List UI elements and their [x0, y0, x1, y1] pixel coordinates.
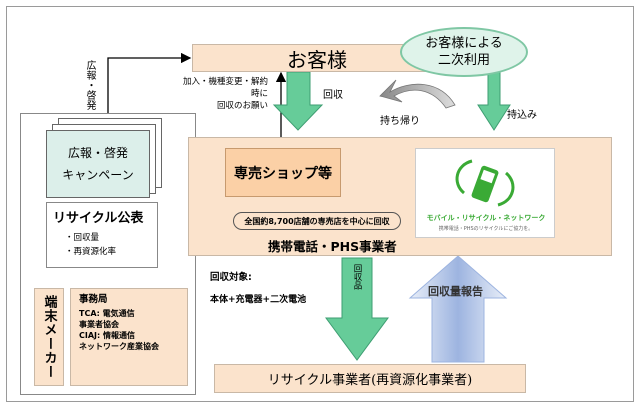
recycler-box: リサイクル事業者(再資源化事業者)	[214, 364, 526, 393]
nationwide-note-text: 全国約8,700店舗の専売店を中心に回収	[244, 216, 390, 226]
customer-title: お客様	[287, 47, 347, 72]
bring-in-label: 持込み	[507, 110, 537, 121]
collect-label: 回収	[323, 90, 343, 101]
secretariat-title: 事務局	[79, 294, 108, 305]
recycle-public-box: リサイクル公表 ・回収量 ・再資源化率	[46, 202, 158, 268]
promotion-arrow	[107, 52, 192, 113]
recycler-label: リサイクル事業者(再資源化事業者)	[267, 373, 473, 388]
recycle-public-item2: ・再資源化率	[65, 247, 117, 257]
network-logo: モバイル・リサイクル・ネットワーク 携帯電話・PHSのリサイクルにご協力を。	[415, 148, 555, 238]
report-arrow	[408, 255, 508, 363]
maker-box: 端末メーカー	[34, 288, 64, 386]
maker-label: 端末メーカー	[41, 295, 57, 379]
campaign-card: 広報・啓発 キャンペーン	[46, 130, 150, 198]
report-label: 回収量報告	[428, 285, 483, 298]
tca-name-2: 事業者協会	[79, 320, 119, 329]
recycle-phone-icon	[455, 159, 515, 207]
network-logo-name: モバイル・リサイクル・ネットワーク	[426, 214, 546, 222]
collection-target-items: 本体+充電器+二次電池	[210, 295, 307, 305]
collect-arrow	[272, 71, 324, 131]
tca-name-1: 電気通信	[102, 309, 135, 318]
recycle-public-title: リサイクル公表	[53, 211, 144, 226]
promotion-vertical-label: 広報・啓発	[84, 60, 95, 110]
take-home-label: 持ち帰り	[380, 116, 420, 127]
recycle-public-item1: ・回収量	[65, 233, 100, 243]
ciaj-name-1: 情報通信	[103, 331, 136, 340]
request-note-line1: 加入・機種変更・解約時に	[182, 77, 268, 99]
collected-goods-arrow	[325, 257, 389, 361]
carrier-label: 携帯電話・PHS事業者	[268, 239, 397, 254]
ciaj-name-2: ネットワーク産業協会	[79, 342, 159, 351]
secondary-use-line1: お客様による	[425, 36, 503, 51]
ciaj-abbr: CIAJ:	[79, 331, 101, 340]
shop-title: 専売ショップ等	[234, 165, 332, 182]
secretariat-box: 事務局 TCA: 電気通信 事業者協会 CIAJ: 情報通信 ネットワーク産業協…	[70, 288, 188, 386]
campaign-line2: キャンペーン	[62, 168, 134, 182]
take-home-arrow	[379, 79, 456, 109]
request-note-line2: 回収のお願い	[216, 101, 268, 111]
bring-in-arrow	[477, 71, 511, 131]
nationwide-note: 全国約8,700店舗の専売店を中心に回収	[233, 212, 401, 230]
collected-goods-label: 回収品	[352, 264, 362, 290]
campaign-line1: 広報・啓発	[67, 146, 128, 160]
collection-target-label: 回収対象:	[210, 272, 252, 283]
network-logo-sub: 携帯電話・PHSのリサイクルにご協力を。	[438, 226, 534, 232]
tca-abbr: TCA:	[79, 309, 100, 318]
shop-box: 専売ショップ等	[225, 148, 341, 197]
secondary-use-bubble: お客様による 二次利用	[400, 27, 528, 77]
secondary-use-line2: 二次利用	[437, 53, 490, 68]
request-note: 加入・機種変更・解約時に 回収のお願い	[176, 76, 268, 112]
